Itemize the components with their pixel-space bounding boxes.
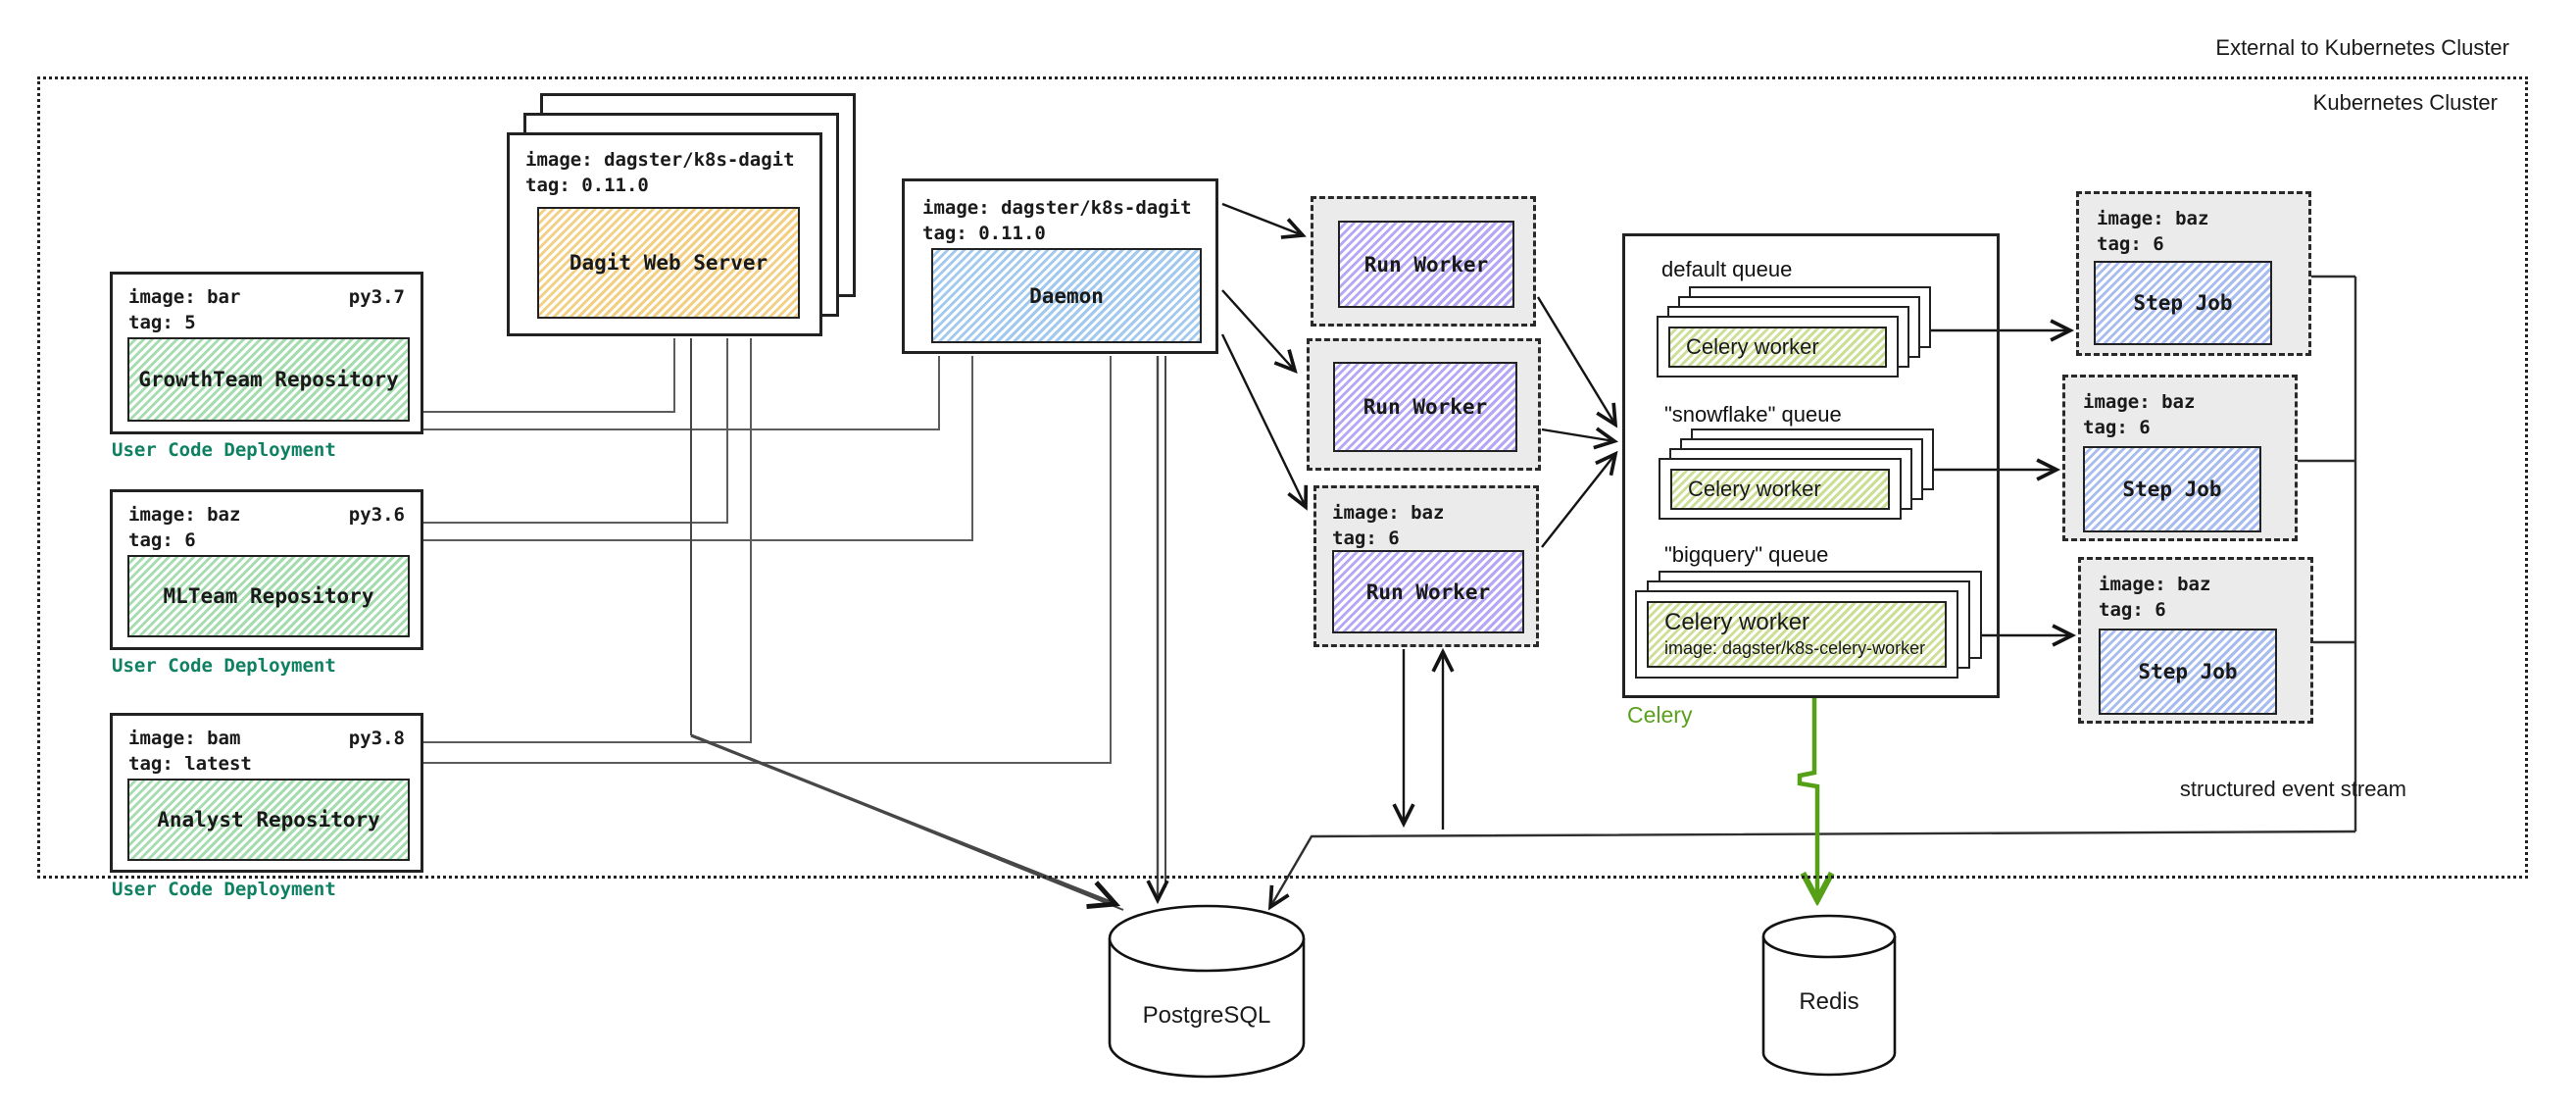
redis-cylinder <box>1761 914 1897 1077</box>
tag-label: tag: 0.11.0 <box>922 223 1046 244</box>
image-label: image: baz <box>2083 391 2196 413</box>
tag-label: tag: 6 <box>2083 417 2151 438</box>
structured-event-stream-label: structured event stream <box>2179 777 2406 801</box>
user-code-deployment-caption-1: User Code Deployment <box>112 439 336 461</box>
run-worker-event-arrows <box>1392 647 1455 830</box>
celery-worker-node-bigquery: Celery worker image: dagster/k8s-celery-… <box>1647 601 1947 668</box>
image-label: image: bar <box>128 286 241 308</box>
celery-worker-box-default: Celery worker <box>1657 316 1899 378</box>
user-code-deployment-1: image: bar py3.7 tag: 5 GrowthTeam Repos… <box>110 272 423 434</box>
kubernetes-cluster-label: Kubernetes Cluster <box>2312 90 2498 115</box>
image-label: image: baz <box>128 504 241 526</box>
postgresql-label: PostgreSQL <box>1142 1002 1271 1029</box>
daemon-box: image: dagster/k8s-dagit tag: 0.11.0 Dae… <box>902 178 1218 354</box>
daemon-to-run-worker-arrows <box>1220 202 1309 511</box>
celery-container <box>1622 233 2000 698</box>
run-worker-pod-1: Run Worker <box>1311 196 1536 327</box>
python-version-label: py3.7 <box>348 286 405 308</box>
tag-label: tag: 6 <box>128 529 196 551</box>
celery-label: Celery <box>1627 702 1693 728</box>
run-worker-pod-3: image: baz tag: 6 Run Worker <box>1313 485 1539 647</box>
celery-worker-box-bigquery: Celery worker image: dagster/k8s-celery-… <box>1635 590 1958 679</box>
default-queue-label: default queue <box>1661 257 1793 281</box>
python-version-label: py3.6 <box>348 504 405 526</box>
growthteam-repository-node: GrowthTeam Repository <box>127 337 410 422</box>
external-to-cluster-label: External to Kubernetes Cluster <box>2215 35 2509 60</box>
postgresql-cylinder <box>1108 904 1306 1079</box>
tag-label: tag: 6 <box>2099 599 2166 621</box>
run-worker-to-celery-arrows <box>1536 296 1619 548</box>
user-code-deployment-2: image: baz py3.6 tag: 6 MLTeam Repositor… <box>110 489 423 650</box>
kubernetes-cluster-boundary <box>37 76 2528 879</box>
celery-to-step-job-arrows <box>1929 319 2077 647</box>
step-job-node-2: Step Job <box>2083 446 2261 532</box>
redis-label: Redis <box>1799 988 1859 1015</box>
tag-label: tag: 0.11.0 <box>525 175 649 196</box>
daemon-node: Daemon <box>931 248 1202 343</box>
run-worker-pod-2: Run Worker <box>1307 338 1541 471</box>
run-worker-node-1: Run Worker <box>1338 221 1514 308</box>
user-code-deployment-caption-3: User Code Deployment <box>112 879 336 900</box>
tag-label: tag: latest <box>128 753 252 775</box>
snowflake-queue-label: "snowflake" queue <box>1664 402 1842 427</box>
image-label: image: baz <box>2099 574 2211 595</box>
tag-label: tag: 6 <box>2097 233 2164 255</box>
step-job-node-3: Step Job <box>2099 629 2277 715</box>
tag-label: tag: 5 <box>128 312 196 333</box>
mlteam-repository-node: MLTeam Repository <box>127 555 410 637</box>
grpc-connection-lines <box>423 338 1112 764</box>
celery-worker-image-label: image: dagster/k8s-celery-worker <box>1664 638 1926 658</box>
run-worker-node-3: Run Worker <box>1332 550 1524 633</box>
celery-worker-box-snowflake: Celery worker <box>1659 458 1902 520</box>
dagit-web-server-box: image: dagster/k8s-dagit tag: 0.11.0 Dag… <box>507 132 822 336</box>
dagit-web-server-node: Dagit Web Server <box>537 207 800 319</box>
python-version-label: py3.8 <box>348 728 405 749</box>
image-label: image: baz <box>1332 502 1445 524</box>
image-label: image: baz <box>2097 208 2209 229</box>
tag-label: tag: 6 <box>1332 528 1400 549</box>
step-job-pod-2: image: baz tag: 6 Step Job <box>2062 375 2298 541</box>
image-label: image: dagster/k8s-dagit <box>525 149 795 171</box>
step-job-pod-3: image: baz tag: 6 Step Job <box>2078 557 2313 724</box>
bigquery-queue-label: "bigquery" queue <box>1664 542 1829 567</box>
analyst-repository-node: Analyst Repository <box>127 779 410 861</box>
step-job-pod-1: image: baz tag: 6 Step Job <box>2076 191 2311 356</box>
run-worker-node-2: Run Worker <box>1333 362 1517 452</box>
celery-worker-node-snowflake: Celery worker <box>1670 469 1890 510</box>
celery-to-redis-arrow <box>1797 698 1817 900</box>
image-label: image: bam <box>128 728 241 749</box>
celery-worker-node-default: Celery worker <box>1668 327 1887 368</box>
daemon-to-postgres-lines <box>1146 356 1169 905</box>
celery-worker-label: Celery worker <box>1664 609 1810 635</box>
structured-event-stream-lines <box>1267 275 2357 911</box>
step-job-node-1: Step Job <box>2094 261 2272 345</box>
image-label: image: dagster/k8s-dagit <box>922 197 1192 219</box>
user-code-deployment-3: image: bam py3.8 tag: latest Analyst Rep… <box>110 713 423 873</box>
user-code-deployment-caption-2: User Code Deployment <box>112 655 336 677</box>
